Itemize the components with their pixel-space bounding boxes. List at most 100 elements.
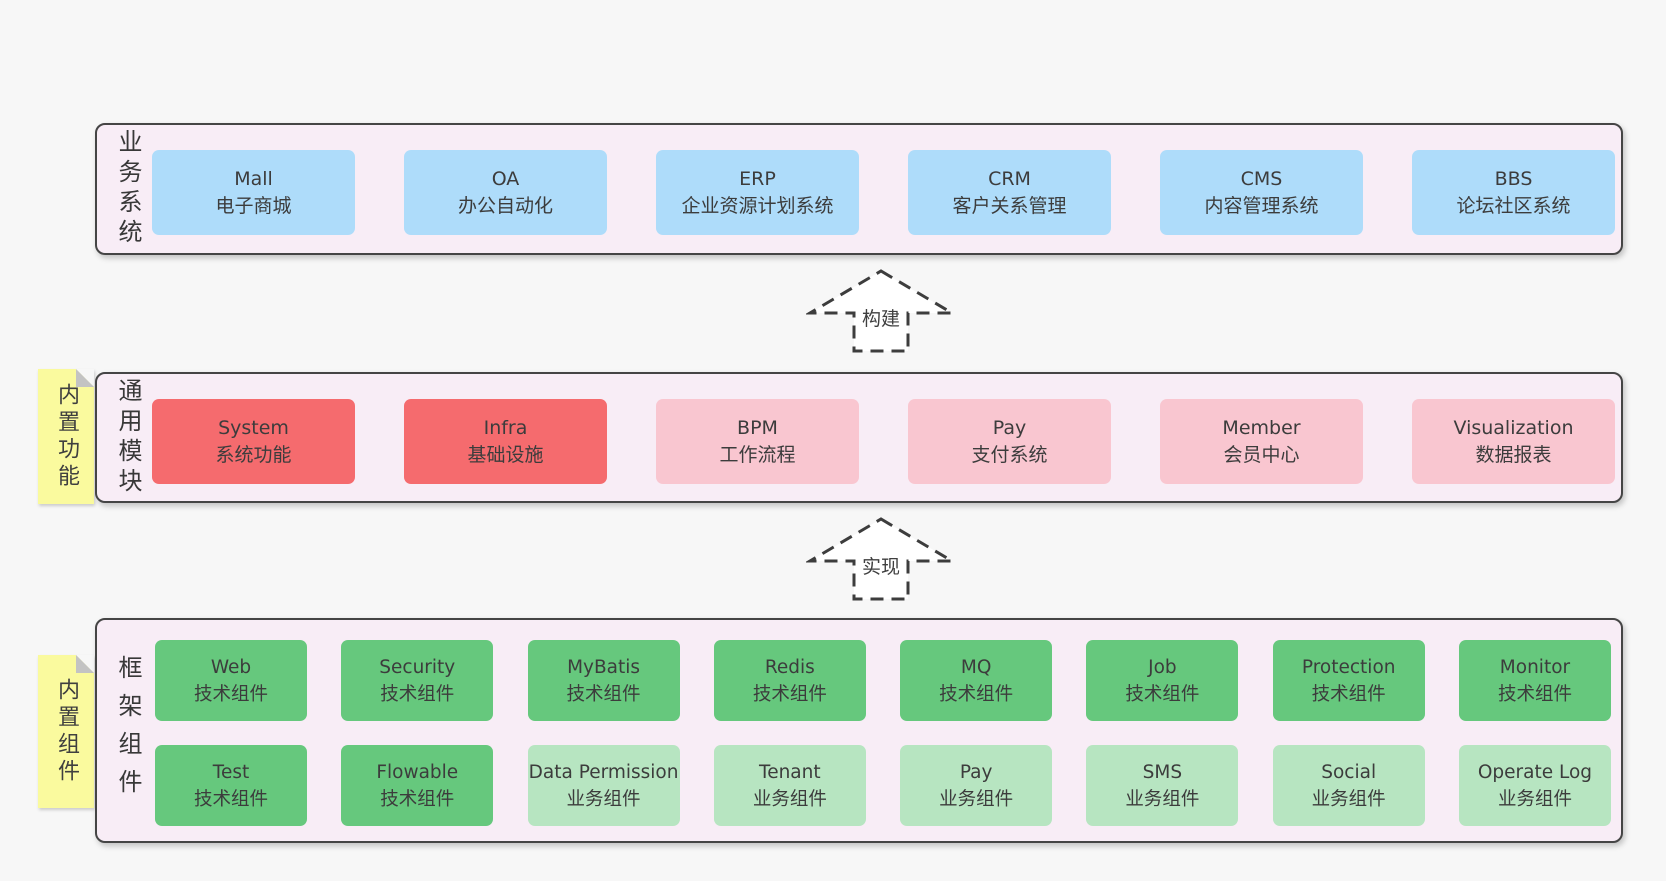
box-visualization-name: Visualization — [1453, 416, 1574, 439]
implement-arrow-label: 实现 — [858, 552, 904, 579]
box-member: Member 会员中心 — [1160, 399, 1363, 484]
box-crm-name: CRM — [988, 167, 1031, 190]
box-member-name: Member — [1222, 416, 1301, 439]
box-monitor-desc: 技术组件 — [1497, 683, 1572, 705]
build-arrow: 构建 — [806, 268, 956, 354]
box-job: Job 技术组件 — [1086, 640, 1239, 721]
box-flowable: Flowable 技术组件 — [341, 745, 494, 826]
business-systems-row: Mall 电子商城 OA 办公自动化 ERP 企业资源计划系统 CRM 客户关系… — [152, 150, 1615, 235]
box-job-name: Job — [1148, 656, 1177, 678]
box-mybatis-name: MyBatis — [567, 656, 641, 678]
box-bbs: BBS 论坛社区系统 — [1412, 150, 1615, 235]
box-flowable-desc: 技术组件 — [380, 788, 455, 810]
box-test: Test 技术组件 — [155, 745, 307, 826]
box-bpm-name: BPM — [737, 416, 778, 439]
box-system-name: System — [218, 416, 289, 439]
box-oa-desc: 办公自动化 — [457, 194, 553, 217]
box-redis: Redis 技术组件 — [713, 640, 866, 721]
common-modules-row: System 系统功能 Infra 基础设施 BPM 工作流程 Pay 支付系统… — [152, 399, 1615, 484]
box-oa-name: OA — [491, 167, 520, 190]
common-modules-label: 通用模块 — [114, 377, 142, 498]
built-in-components-sticky-label: 内置组件 — [54, 677, 79, 786]
box-cms-name: CMS — [1240, 167, 1283, 190]
box-crm-desc: 客户关系管理 — [952, 194, 1067, 217]
box-mq: MQ 技术组件 — [900, 640, 1053, 721]
box-erp-desc: 企业资源计划系统 — [681, 194, 834, 217]
box-pay-module: Pay 支付系统 — [908, 399, 1111, 484]
box-erp-name: ERP — [739, 167, 776, 190]
box-bpm-desc: 工作流程 — [719, 443, 796, 466]
box-cms-desc: 内容管理系统 — [1204, 194, 1319, 217]
box-flowable-name: Flowable — [376, 761, 459, 783]
box-bpm: BPM 工作流程 — [656, 399, 859, 484]
built-in-components-sticky: 内置组件 — [38, 655, 94, 808]
box-mall-desc: 电子商城 — [215, 194, 292, 217]
box-mq-desc: 技术组件 — [939, 683, 1014, 705]
build-arrow-label: 构建 — [858, 304, 904, 331]
box-mybatis: MyBatis 技术组件 — [527, 640, 680, 721]
box-visualization: Visualization 数据报表 — [1412, 399, 1615, 484]
box-crm: CRM 客户关系管理 — [908, 150, 1111, 235]
box-monitor: Monitor 技术组件 — [1458, 640, 1611, 721]
framework-components-panel: 框架组件 Web 技术组件 Security 技术组件 MyBatis 技术组件… — [95, 618, 1623, 843]
implement-arrow: 实现 — [806, 516, 956, 602]
box-test-name: Test — [212, 761, 250, 783]
box-system-desc: 系统功能 — [215, 443, 292, 466]
box-pay-component-desc: 业务组件 — [939, 788, 1014, 810]
framework-components-label: 框架组件 — [114, 654, 142, 807]
box-system: System 系统功能 — [152, 399, 355, 484]
built-in-features-sticky-label: 内置功能 — [54, 382, 79, 491]
box-redis-desc: 技术组件 — [752, 683, 827, 705]
box-pay-module-desc: 支付系统 — [971, 443, 1048, 466]
box-protection: Protection 技术组件 — [1272, 640, 1425, 721]
box-mall-name: Mall — [234, 167, 273, 190]
built-in-features-sticky: 内置功能 — [38, 369, 94, 504]
box-infra: Infra 基础设施 — [404, 399, 607, 484]
box-monitor-name: Monitor — [1499, 656, 1571, 678]
box-test-desc: 技术组件 — [193, 788, 268, 810]
box-social-desc: 业务组件 — [1311, 788, 1386, 810]
box-bbs-name: BBS — [1494, 167, 1533, 190]
box-visualization-desc: 数据报表 — [1475, 443, 1552, 466]
box-infra-name: Infra — [483, 416, 528, 439]
box-tenant: Tenant 业务组件 — [713, 745, 866, 826]
box-security: Security 技术组件 — [341, 640, 494, 721]
box-mq-name: MQ — [960, 656, 992, 678]
business-systems-panel: 业务系统 Mall 电子商城 OA 办公自动化 ERP 企业资源计划系统 CRM… — [95, 123, 1623, 255]
box-mybatis-desc: 技术组件 — [566, 683, 641, 705]
box-sms-desc: 业务组件 — [1125, 788, 1200, 810]
box-social-name: Social — [1321, 761, 1377, 783]
box-web-desc: 技术组件 — [193, 683, 268, 705]
box-job-desc: 技术组件 — [1125, 683, 1200, 705]
box-mall: Mall 电子商城 — [152, 150, 355, 235]
box-data-permission: Data Permission 业务组件 — [527, 745, 680, 826]
common-modules-panel: 通用模块 System 系统功能 Infra 基础设施 BPM 工作流程 Pay… — [95, 372, 1623, 503]
box-data-permission-desc: 业务组件 — [566, 788, 641, 810]
box-pay-module-name: Pay — [992, 416, 1027, 439]
box-protection-desc: 技术组件 — [1311, 683, 1386, 705]
framework-components-row-2: Test 技术组件 Flowable 技术组件 Data Permission … — [155, 745, 1611, 826]
box-erp: ERP 企业资源计划系统 — [656, 150, 859, 235]
business-systems-label: 业务系统 — [114, 129, 142, 249]
box-redis-name: Redis — [764, 656, 815, 678]
box-cms: CMS 内容管理系统 — [1160, 150, 1363, 235]
box-tenant-name: Tenant — [759, 761, 821, 783]
box-protection-name: Protection — [1301, 656, 1396, 678]
box-pay-component: Pay 业务组件 — [900, 745, 1053, 826]
box-tenant-desc: 业务组件 — [752, 788, 827, 810]
box-member-desc: 会员中心 — [1223, 443, 1300, 466]
box-operate-log: Operate Log 业务组件 — [1458, 745, 1611, 826]
box-sms-name: SMS — [1142, 761, 1183, 783]
box-data-permission-name: Data Permission — [528, 761, 679, 783]
box-pay-component-name: Pay — [959, 761, 993, 783]
box-oa: OA 办公自动化 — [404, 150, 607, 235]
box-sms: SMS 业务组件 — [1086, 745, 1239, 826]
box-web-name: Web — [210, 656, 252, 678]
box-infra-desc: 基础设施 — [467, 443, 544, 466]
framework-components-row-1: Web 技术组件 Security 技术组件 MyBatis 技术组件 Redi… — [155, 640, 1611, 721]
box-operate-log-name: Operate Log — [1477, 761, 1593, 783]
box-web: Web 技术组件 — [155, 640, 307, 721]
box-operate-log-desc: 业务组件 — [1497, 788, 1572, 810]
box-security-name: Security — [379, 656, 456, 678]
